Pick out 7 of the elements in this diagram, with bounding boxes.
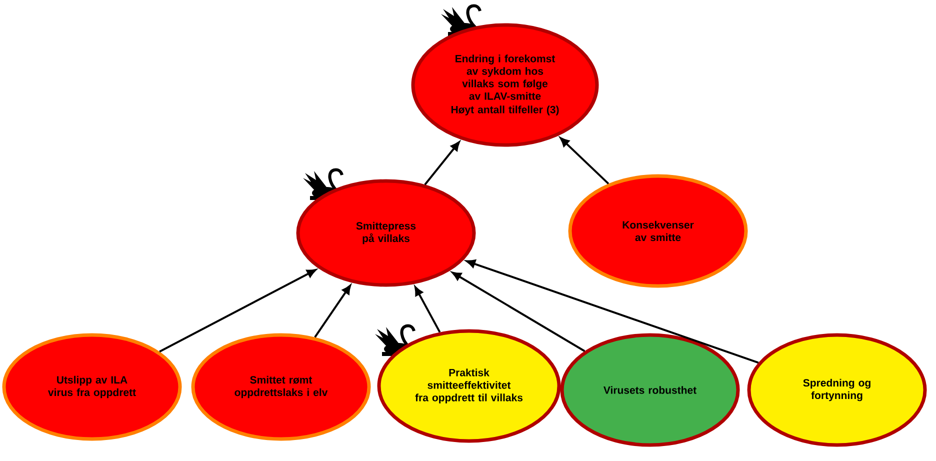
arrow <box>452 272 586 352</box>
arrow <box>560 137 610 184</box>
arrow <box>159 269 316 352</box>
arrow <box>466 260 759 364</box>
arrow <box>314 284 351 338</box>
arrow <box>414 286 441 333</box>
arrow <box>424 141 460 186</box>
